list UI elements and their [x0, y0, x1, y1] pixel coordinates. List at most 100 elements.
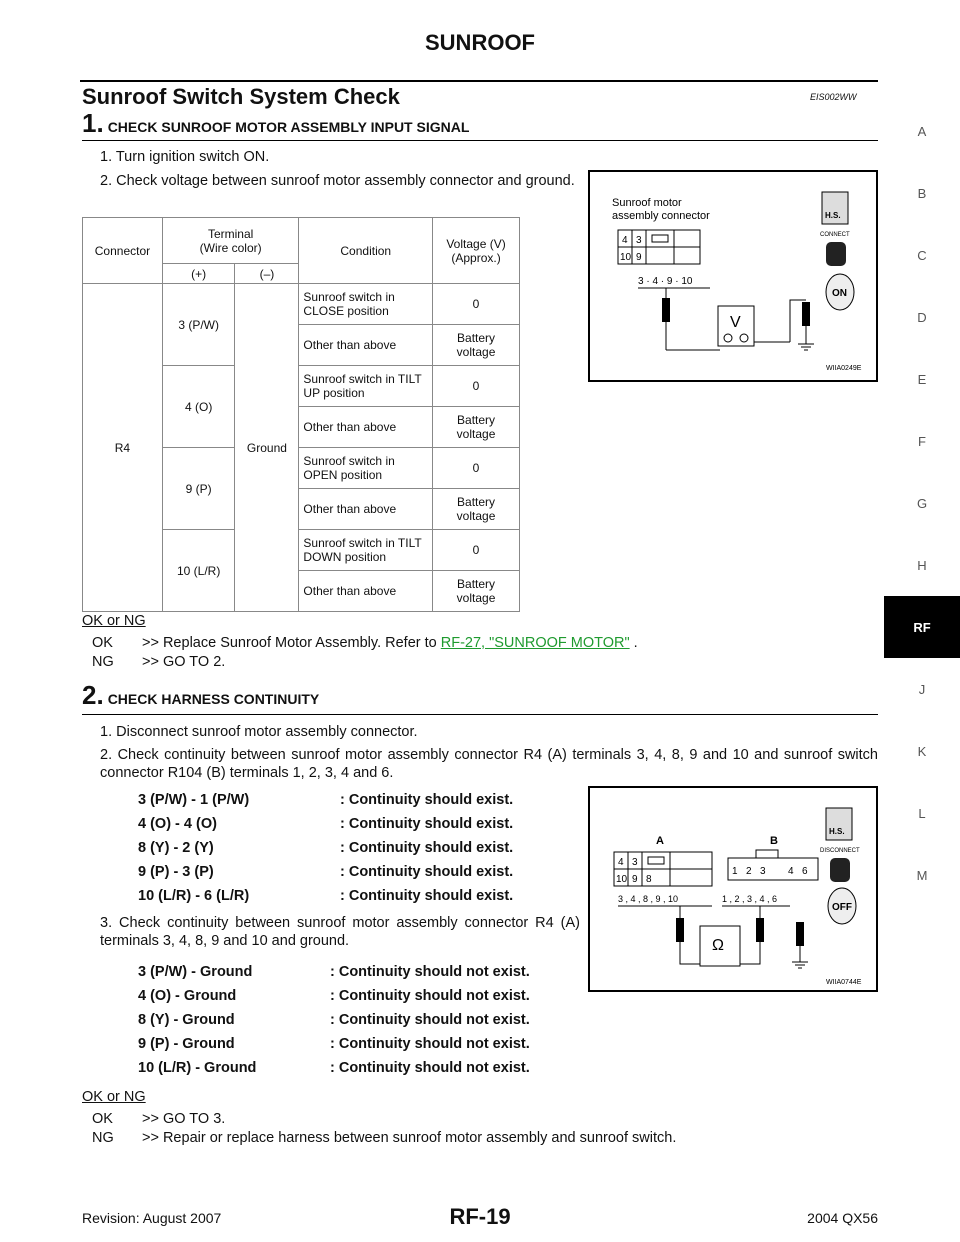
step1-item-2: 2. Check voltage between sunroof motor a…: [100, 173, 575, 189]
fig1-connect-text: CONNECT: [820, 232, 850, 238]
svg-text:2: 2: [746, 866, 752, 877]
svg-text:10: 10: [616, 874, 628, 885]
page-header-title: SUNROOF: [425, 30, 535, 55]
fig2-ohmmeter: [699, 925, 741, 967]
fig1-label-1: Sunroof motor: [612, 197, 682, 209]
step1-item-1: 1. Turn ignition switch ON.: [100, 149, 270, 165]
side-tab-rf[interactable]: RF: [884, 596, 960, 658]
voltage-cell: Battery voltage: [432, 488, 520, 530]
fig2-b-terminals: 1 , 2 , 3 , 4 , 6: [722, 894, 777, 904]
page-number: RF-19: [449, 1204, 511, 1229]
voltage-cell: Battery voltage: [432, 324, 520, 366]
fig1-ignition-icon: [825, 273, 855, 311]
ground-check-row: 10 (L/R) - Ground: Continuity should not…: [138, 1060, 530, 1076]
voltage-cell: 0: [432, 529, 520, 571]
svg-text:9: 9: [632, 874, 638, 885]
side-tab-b[interactable]: B: [917, 185, 927, 201]
th-terminal: Terminal (Wire color): [161, 217, 300, 264]
svg-text:4: 4: [618, 857, 624, 868]
svg-text:OFF: OFF: [832, 902, 852, 913]
step2-rule: [82, 714, 878, 715]
step1-number: 1.: [82, 108, 104, 138]
step2-item-3: 3. Check continuity between sunroof moto…: [100, 915, 580, 949]
step2-okng: OK or NG: [82, 1089, 146, 1105]
svg-text:4: 4: [622, 235, 628, 246]
side-tab-f[interactable]: F: [918, 433, 926, 449]
continuity-row: 3 (P/W) - 1 (P/W): Continuity should exi…: [138, 792, 514, 808]
continuity-row: 8 (Y) - 2 (Y): Continuity should exist.: [138, 840, 514, 856]
svg-text:10: 10: [620, 252, 632, 263]
header-rule: [80, 80, 878, 82]
side-tab-g[interactable]: G: [916, 495, 928, 511]
condition-cell: Other than above: [298, 406, 434, 448]
ng-label: NG: [92, 654, 114, 670]
step2-item-2: 2. Check continuity between sunroof moto…: [100, 747, 878, 781]
th-connector: Connector: [82, 217, 163, 284]
figure-continuity-check: A B 4 3 10 9 8 1 2 3 4 6 3 , 4 , 8 , 9 ,…: [588, 786, 878, 992]
fig2-probe-b: [756, 918, 764, 942]
terminal-cell: 10 (L/R): [161, 529, 236, 612]
model-text: 2004 QX56: [807, 1210, 878, 1226]
step1-rule: [82, 140, 878, 141]
step2-ng-row: NG>> Repair or replace harness between s…: [92, 1130, 677, 1146]
side-tab-j[interactable]: J: [918, 681, 926, 697]
voltage-table: Connector Terminal (Wire color) Conditio…: [82, 217, 520, 612]
fig1-connect-icon: [826, 242, 846, 266]
ground-check-row: 9 (P) - Ground: Continuity should not ex…: [138, 1036, 530, 1052]
figure-voltage-check: Sunroof motor assembly connector 4 3 10 …: [588, 170, 878, 382]
fig2-meter-symbol: Ω: [712, 937, 724, 954]
side-tab-c[interactable]: C: [917, 247, 927, 263]
step1-ok-row: OK >> Replace Sunroof Motor Assembly. Ref…: [92, 635, 638, 651]
step2-item-1: 1. Disconnect sunroof motor assembly con…: [100, 724, 418, 740]
fig1-id: WIIA0249E: [826, 365, 862, 372]
voltage-check-diagram: Sunroof motor assembly connector 4 3 10 …: [612, 191, 862, 372]
step1-title: CHECK SUNROOF MOTOR ASSEMBLY INPUT SIGNA…: [107, 119, 470, 135]
svg-text:1: 1: [732, 866, 738, 877]
voltage-cell: 0: [432, 447, 520, 489]
continuity-list: 3 (P/W) - 1 (P/W): Continuity should exi…: [138, 788, 513, 908]
side-tab-m[interactable]: M: [916, 867, 928, 883]
step1-heading: 1.CHECK SUNROOF MOTOR ASSEMBLY INPUT SIG…: [82, 108, 469, 139]
svg-text:ON: ON: [832, 288, 847, 299]
step2-ok-row: OK>> GO TO 3.: [92, 1111, 226, 1127]
side-tab-a[interactable]: A: [917, 123, 927, 139]
voltage-cell: Battery voltage: [432, 406, 520, 448]
ground-cell: Ground: [234, 283, 300, 612]
side-tab-k[interactable]: K: [917, 743, 927, 759]
ok-text: >> Replace Sunroof Motor Assembly. Refer…: [142, 635, 441, 651]
th-condition: Condition: [298, 217, 434, 284]
step2-number: 2.: [82, 680, 104, 710]
condition-cell: Sunroof switch in TILT DOWN position: [298, 529, 434, 571]
th-minus: (–): [234, 263, 300, 284]
svg-text:4: 4: [788, 866, 794, 877]
terminal-cell: 4 (O): [161, 365, 236, 448]
ok-label: OK: [92, 635, 113, 651]
ground-check-row: 3 (P/W) - Ground: Continuity should not …: [138, 964, 530, 980]
step2-heading: 2.CHECK HARNESS CONTINUITY: [82, 680, 319, 711]
revision-text: Revision: August 2007: [82, 1210, 222, 1226]
voltage-cell: Battery voltage: [432, 570, 520, 612]
fig1-terminals: 3 · 4 · 9 · 10: [638, 276, 693, 287]
fig1-voltmeter: [717, 305, 755, 347]
ground-check-row: 4 (O) - Ground: Continuity should not ex…: [138, 988, 530, 1004]
ground-check-list: 3 (P/W) - Ground: Continuity should not …: [138, 960, 530, 1080]
th-voltage: Voltage (V) (Approx.): [432, 217, 520, 284]
svg-text:H.S.: H.S.: [829, 827, 845, 836]
step2-title: CHECK HARNESS CONTINUITY: [107, 691, 320, 707]
fig2-hs-badge: [825, 807, 853, 841]
side-tab-l[interactable]: L: [918, 805, 926, 821]
continuity-row: 4 (O) - 4 (O): Continuity should exist.: [138, 816, 514, 832]
sunroof-motor-link[interactable]: RF-27, "SUNROOF MOTOR": [440, 635, 630, 651]
fig1-meter-symbol: V: [730, 314, 741, 331]
fig2-ignition-icon: [827, 887, 857, 925]
side-tab-d[interactable]: D: [917, 309, 927, 325]
continuity-row: 9 (P) - 3 (P): Continuity should exist.: [138, 864, 514, 880]
svg-text:9: 9: [636, 252, 642, 263]
step1-okng: OK or NG: [82, 613, 146, 629]
side-tab-e[interactable]: E: [917, 371, 927, 387]
fig2-label-b: B: [770, 835, 778, 847]
fig2-disconnect-text: DISCONNECT: [820, 848, 860, 854]
fig2-probe-a: [676, 918, 684, 942]
svg-text:6: 6: [802, 866, 808, 877]
side-tab-h[interactable]: H: [917, 557, 927, 573]
